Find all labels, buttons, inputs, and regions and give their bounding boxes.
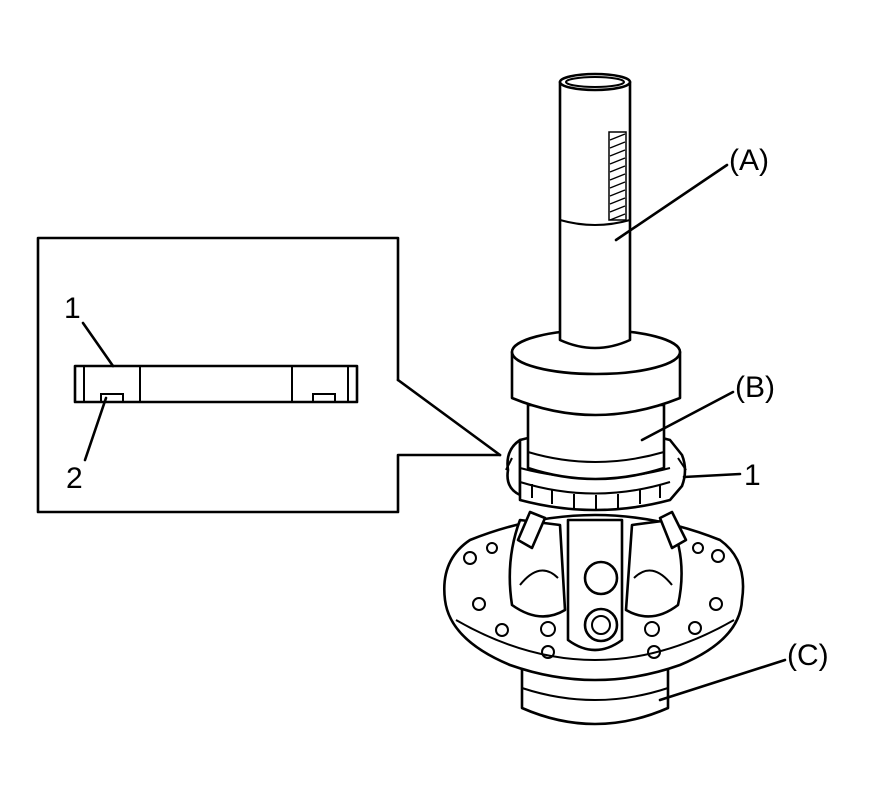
bearing-rollers <box>505 457 687 510</box>
leader-1 <box>682 472 742 479</box>
inset-label-1: 1 <box>64 292 81 325</box>
label-b: (B) <box>735 371 775 404</box>
inset-detail: 1 2 <box>36 236 502 514</box>
label-a: (A) <box>729 144 769 177</box>
knurl-grip <box>608 131 627 221</box>
label-c: (C) <box>787 639 829 672</box>
inset-leader-1 <box>81 321 115 368</box>
installer-tool-b <box>510 328 682 481</box>
leader-c <box>658 658 787 702</box>
inset-bearing-section <box>73 364 359 404</box>
differential-housing <box>443 510 745 726</box>
label-1: 1 <box>744 459 761 492</box>
inset-leader-2 <box>83 396 108 462</box>
leader-b <box>640 390 735 442</box>
handle-tool-a <box>558 72 632 350</box>
leader-a <box>614 163 729 242</box>
inset-label-2: 2 <box>66 462 83 495</box>
flange-bolt-holes <box>463 542 725 659</box>
